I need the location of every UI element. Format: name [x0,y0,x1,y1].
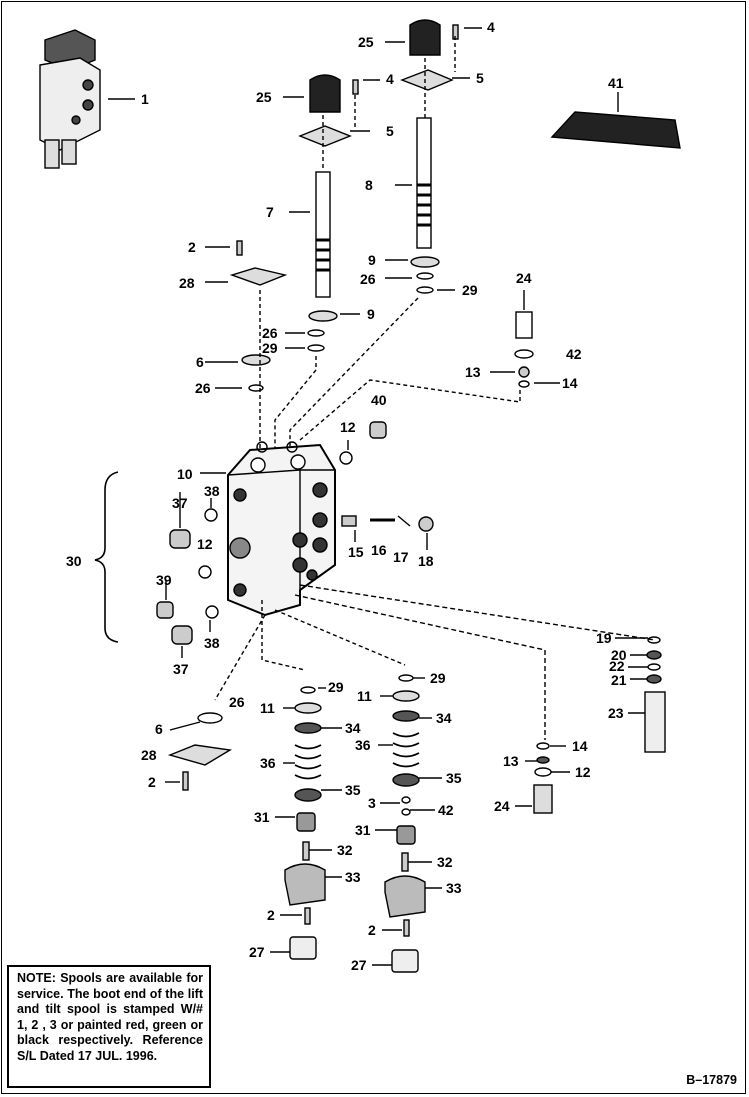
reference-number: B–17879 [686,1073,737,1087]
label-6: 6 [155,721,163,737]
label-32: 32 [437,854,453,870]
label-25: 25 [256,89,272,105]
label-42: 42 [566,346,582,362]
label-12: 12 [197,536,213,552]
label-10: 10 [177,466,193,482]
label-13: 13 [503,753,519,769]
label-11: 11 [260,700,275,716]
label-5: 5 [386,123,394,139]
label-8: 8 [365,177,373,193]
label-36: 36 [355,737,371,753]
label-37: 37 [172,495,188,511]
label-32: 32 [337,842,353,858]
label-28: 28 [141,747,157,763]
label-1: 1 [141,91,149,107]
label-33: 33 [446,880,462,896]
label-3: 3 [368,795,376,811]
label-9: 9 [368,252,376,268]
label-16: 16 [371,542,387,558]
spool-8 [416,117,432,249]
valve-assembly-thumbnail [39,29,101,169]
label-29: 29 [262,340,278,356]
valve-body [227,441,336,617]
label-5: 5 [476,70,484,86]
label-29: 29 [462,282,478,298]
relief-valve-24-bottom [533,784,553,814]
label-34: 34 [345,720,361,736]
label-26: 26 [360,271,376,287]
label-25: 25 [358,34,374,50]
label-13: 13 [465,364,481,380]
label-34: 34 [436,710,452,726]
label-18: 18 [418,553,434,569]
decal-plate [550,111,681,149]
label-2: 2 [267,907,275,923]
label-24: 24 [516,270,532,286]
label-40: 40 [371,392,387,408]
label-2: 2 [368,922,376,938]
label-31: 31 [254,809,270,825]
label-21: 21 [611,672,627,688]
label-4: 4 [386,71,394,87]
label-15: 15 [348,544,364,560]
service-note: NOTE: Spools are available for service. … [7,965,211,1088]
label-6: 6 [196,354,204,370]
note-heading: NOTE: [17,971,56,985]
relief-valve-24-top [515,311,533,339]
label-9: 9 [367,306,375,322]
label-29: 29 [328,679,344,695]
label-26: 26 [262,325,278,341]
label-38: 38 [204,635,220,651]
label-26: 26 [229,694,245,710]
label-14: 14 [562,375,578,391]
label-12: 12 [340,419,356,435]
label-36: 36 [260,755,276,771]
label-17: 17 [393,549,409,565]
label-27: 27 [249,944,265,960]
label-2: 2 [188,239,196,255]
label-14: 14 [572,738,588,754]
boot-25-left [309,74,341,113]
label-23: 23 [608,705,624,721]
fitting-23 [644,691,666,753]
label-29: 29 [430,670,446,686]
boot-25-right [409,19,441,56]
label-7: 7 [266,204,274,220]
label-24: 24 [494,798,510,814]
label-28: 28 [179,275,195,291]
label-27: 27 [351,957,367,973]
label-37: 37 [173,661,189,677]
label-12: 12 [575,764,591,780]
spool-7 [315,171,331,298]
label-39: 39 [156,572,172,588]
label-42: 42 [438,802,454,818]
note-body: Spools are available for service. The bo… [17,971,203,1063]
label-20: 20 [611,647,627,663]
label-2: 2 [148,774,156,790]
label-38: 38 [204,483,220,499]
label-26: 26 [195,380,211,396]
label-22: 22 [609,658,625,674]
label-35: 35 [446,770,462,786]
label-11: 11 [357,688,372,704]
label-4: 4 [487,19,495,35]
label-41: 41 [608,75,624,91]
label-35: 35 [345,782,361,798]
label-30: 30 [66,553,82,569]
label-19: 19 [596,630,612,646]
label-33: 33 [345,869,361,885]
label-31: 31 [355,822,371,838]
